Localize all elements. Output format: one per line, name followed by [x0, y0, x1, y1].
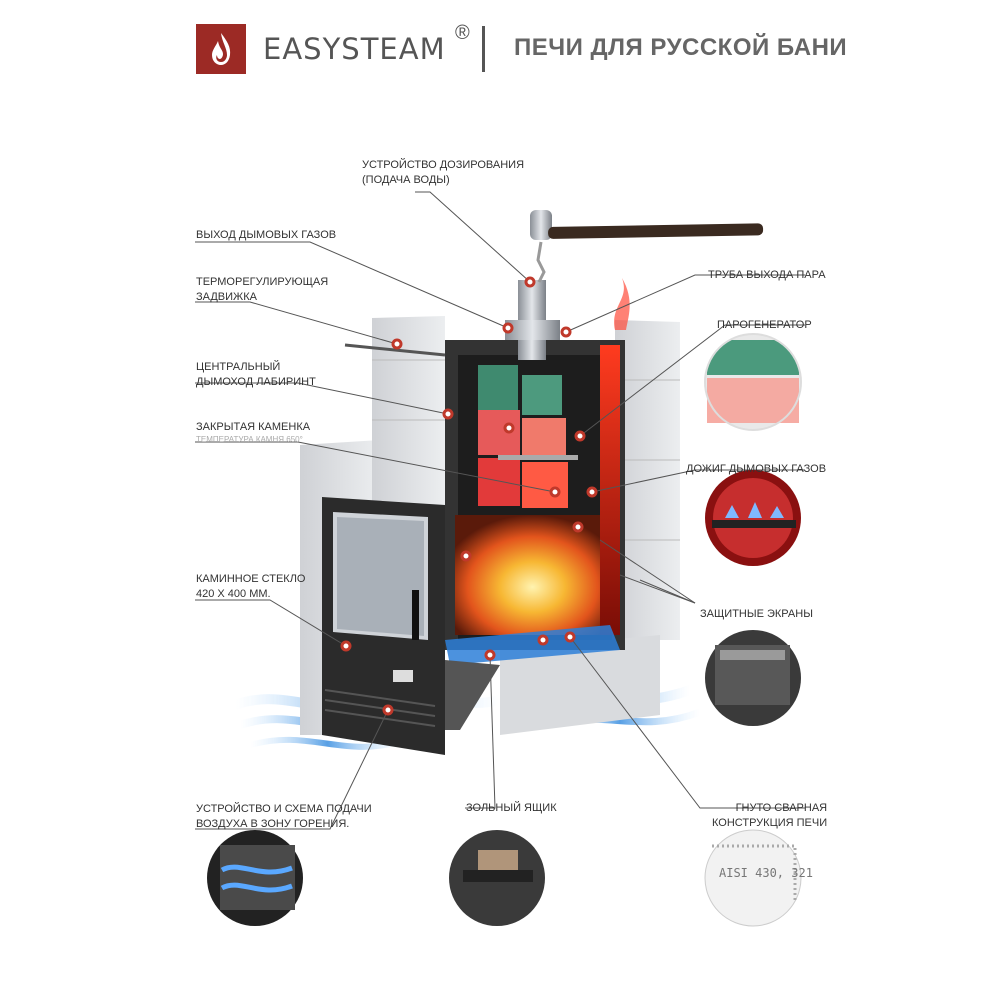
damper-rod — [344, 343, 446, 357]
header: EASYSTEAM ® ПЕЧИ ДЛЯ РУССКОЙ БАНИ — [0, 0, 1000, 100]
brand-logo — [196, 24, 246, 74]
stove-door — [322, 497, 500, 755]
inset-protective-screens — [705, 630, 801, 726]
label-steam-pipe: ТРУБА ВЫХОДА ПАРА — [708, 269, 826, 281]
flue-and-dosing — [505, 210, 764, 360]
label-stone-temperature: ТЕМПЕРАТУРА КАМНЯ 650° — [196, 435, 303, 444]
inset-welded-construction — [704, 829, 802, 927]
header-divider — [482, 26, 485, 72]
marker-dots — [340, 276, 598, 716]
leader-lines — [195, 191, 805, 830]
heater-stones — [478, 365, 568, 508]
inset-air-supply — [207, 830, 303, 926]
registered-mark: ® — [455, 22, 470, 44]
label-closed-heater: ЗАКРЫТАЯ КАМЕНКА ТЕМПЕРАТУРА КАМНЯ 650° — [196, 421, 311, 444]
label-steel-grade: AISI 430, 321 — [719, 866, 813, 880]
firebox-flames — [455, 515, 610, 635]
heat-channel — [600, 345, 620, 635]
label-flue-exit: ВЫХОД ДЫМОВЫХ ГАЗОВ — [196, 229, 337, 241]
label-afterburning: ДОЖИГ ДЫМОВЫХ ГАЗОВ — [686, 463, 827, 475]
label-dosing-device: УСТРОЙСТВО ДОЗИРОВАНИЯ(ПОДАЧА ВОДЫ) — [362, 159, 525, 186]
inset-ash-box — [449, 830, 545, 926]
stove-body — [445, 340, 625, 665]
page-title: ПЕЧИ ДЛЯ РУССКОЙ БАНИ — [514, 34, 848, 61]
inset-afterburning — [705, 470, 801, 566]
inset-steam-generator — [704, 333, 802, 431]
brand-name: EASYSTEAM — [263, 32, 446, 66]
label-steam-generator: ПАРОГЕНЕРАТОР — [717, 319, 812, 331]
flame-logo-icon — [212, 33, 231, 65]
label-protective-screens: ЗАЩИТНЫЕ ЭКРАНЫ — [700, 608, 813, 620]
label-ash-box: ЗОЛЬНЫЙ ЯЩИК — [466, 802, 557, 814]
